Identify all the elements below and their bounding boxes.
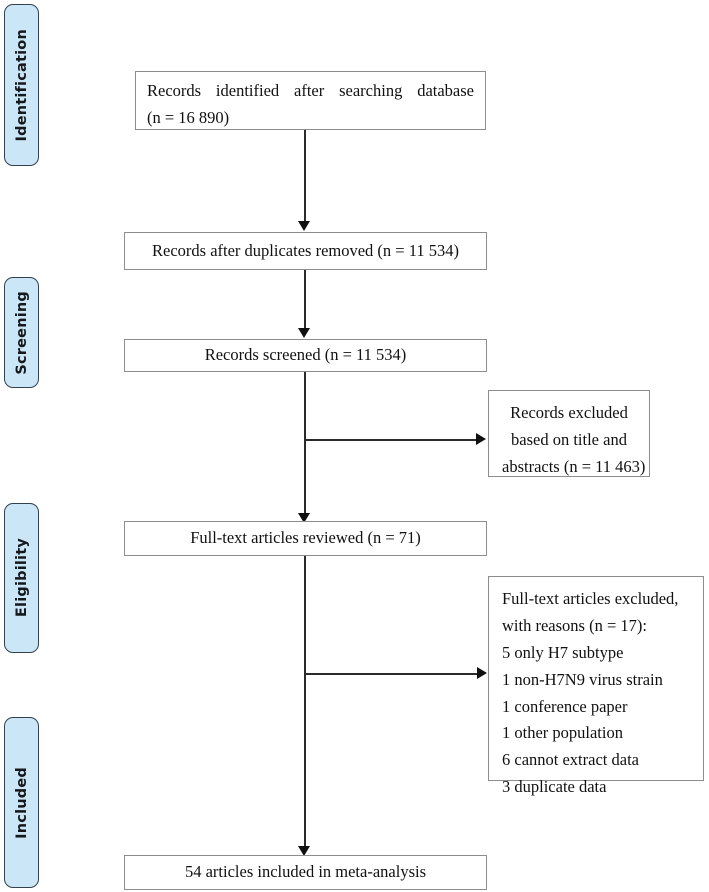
stage-label-text: Eligibility (13, 538, 30, 618)
stage-label-text: Screening (13, 290, 30, 375)
box-articles-included-text: 54 articles included in meta-analysis (184, 862, 426, 882)
box-fulltext-reviewed: Full-text articles reviewed (n = 71) (124, 521, 487, 556)
box-records-excluded: Records excluded based on title and abst… (488, 390, 650, 477)
stage-label-eligibility: Eligibility (4, 503, 39, 653)
box-records-excluded-line3: abstracts (n = 11 463) (502, 456, 646, 476)
box-fulltext-excluded: Full-text articles excluded, with reason… (488, 576, 704, 796)
connector-line-screened-to-fulltext (304, 372, 306, 517)
connector-arrow-to-records-excluded (476, 433, 486, 445)
box-records-after-duplicates: Records after duplicates removed (n = 11… (124, 232, 487, 270)
box-articles-included: 54 articles included in meta-analysis (124, 855, 487, 890)
box-fulltext-excluded-line5: 1 conference paper (502, 696, 628, 716)
connector-line-to-records-excluded (305, 439, 477, 441)
connector-line-identified-to-duplicates (304, 130, 306, 225)
box-records-identified: Records identified after searching datab… (135, 71, 486, 130)
box-fulltext-reviewed-text: Full-text articles reviewed (n = 71) (190, 528, 421, 548)
box-fulltext-excluded-line1: Full-text articles excluded, (502, 589, 679, 608)
connector-arrow-screened-to-fulltext (298, 513, 310, 523)
box-fulltext-excluded-line7: 6 cannot extract data (502, 750, 639, 770)
box-records-identified-line1: Records identified after searching datab… (147, 81, 474, 100)
box-fulltext-excluded-line2: with reasons (n = 17): (502, 615, 647, 635)
stage-label-text: Included (13, 766, 30, 839)
stage-label-screening: Screening (4, 277, 39, 388)
connector-line-duplicates-to-screened (304, 270, 306, 332)
box-records-excluded-line1: Records excluded (510, 403, 628, 422)
box-fulltext-excluded-line3: 5 only H7 subtype (502, 642, 624, 662)
box-fulltext-excluded-line6: 1 other population (502, 723, 623, 743)
connector-arrow-to-fulltext-excluded (477, 667, 487, 679)
box-fulltext-excluded-line8: 3 duplicate data (502, 777, 607, 797)
connector-arrow-fulltext-to-included (298, 846, 310, 856)
connector-line-to-fulltext-excluded (305, 673, 478, 675)
box-records-identified-line2: (n = 16 890) (147, 107, 230, 127)
box-records-excluded-line2: based on title and (511, 429, 627, 449)
box-records-after-duplicates-text: Records after duplicates removed (n = 11… (152, 240, 459, 260)
stage-label-identification: Identification (4, 4, 39, 166)
box-records-screened: Records screened (n = 11 534) (124, 339, 487, 372)
box-records-screened-text: Records screened (n = 11 534) (204, 345, 407, 365)
connector-line-fulltext-to-included (304, 556, 306, 850)
stage-label-included: Included (4, 717, 39, 888)
box-fulltext-excluded-line4: 1 non-H7N9 virus strain (502, 669, 663, 689)
stage-label-text: Identification (13, 28, 30, 142)
connector-arrow-duplicates-to-screened (298, 328, 310, 338)
connector-arrow-identified-to-duplicates (298, 221, 310, 231)
